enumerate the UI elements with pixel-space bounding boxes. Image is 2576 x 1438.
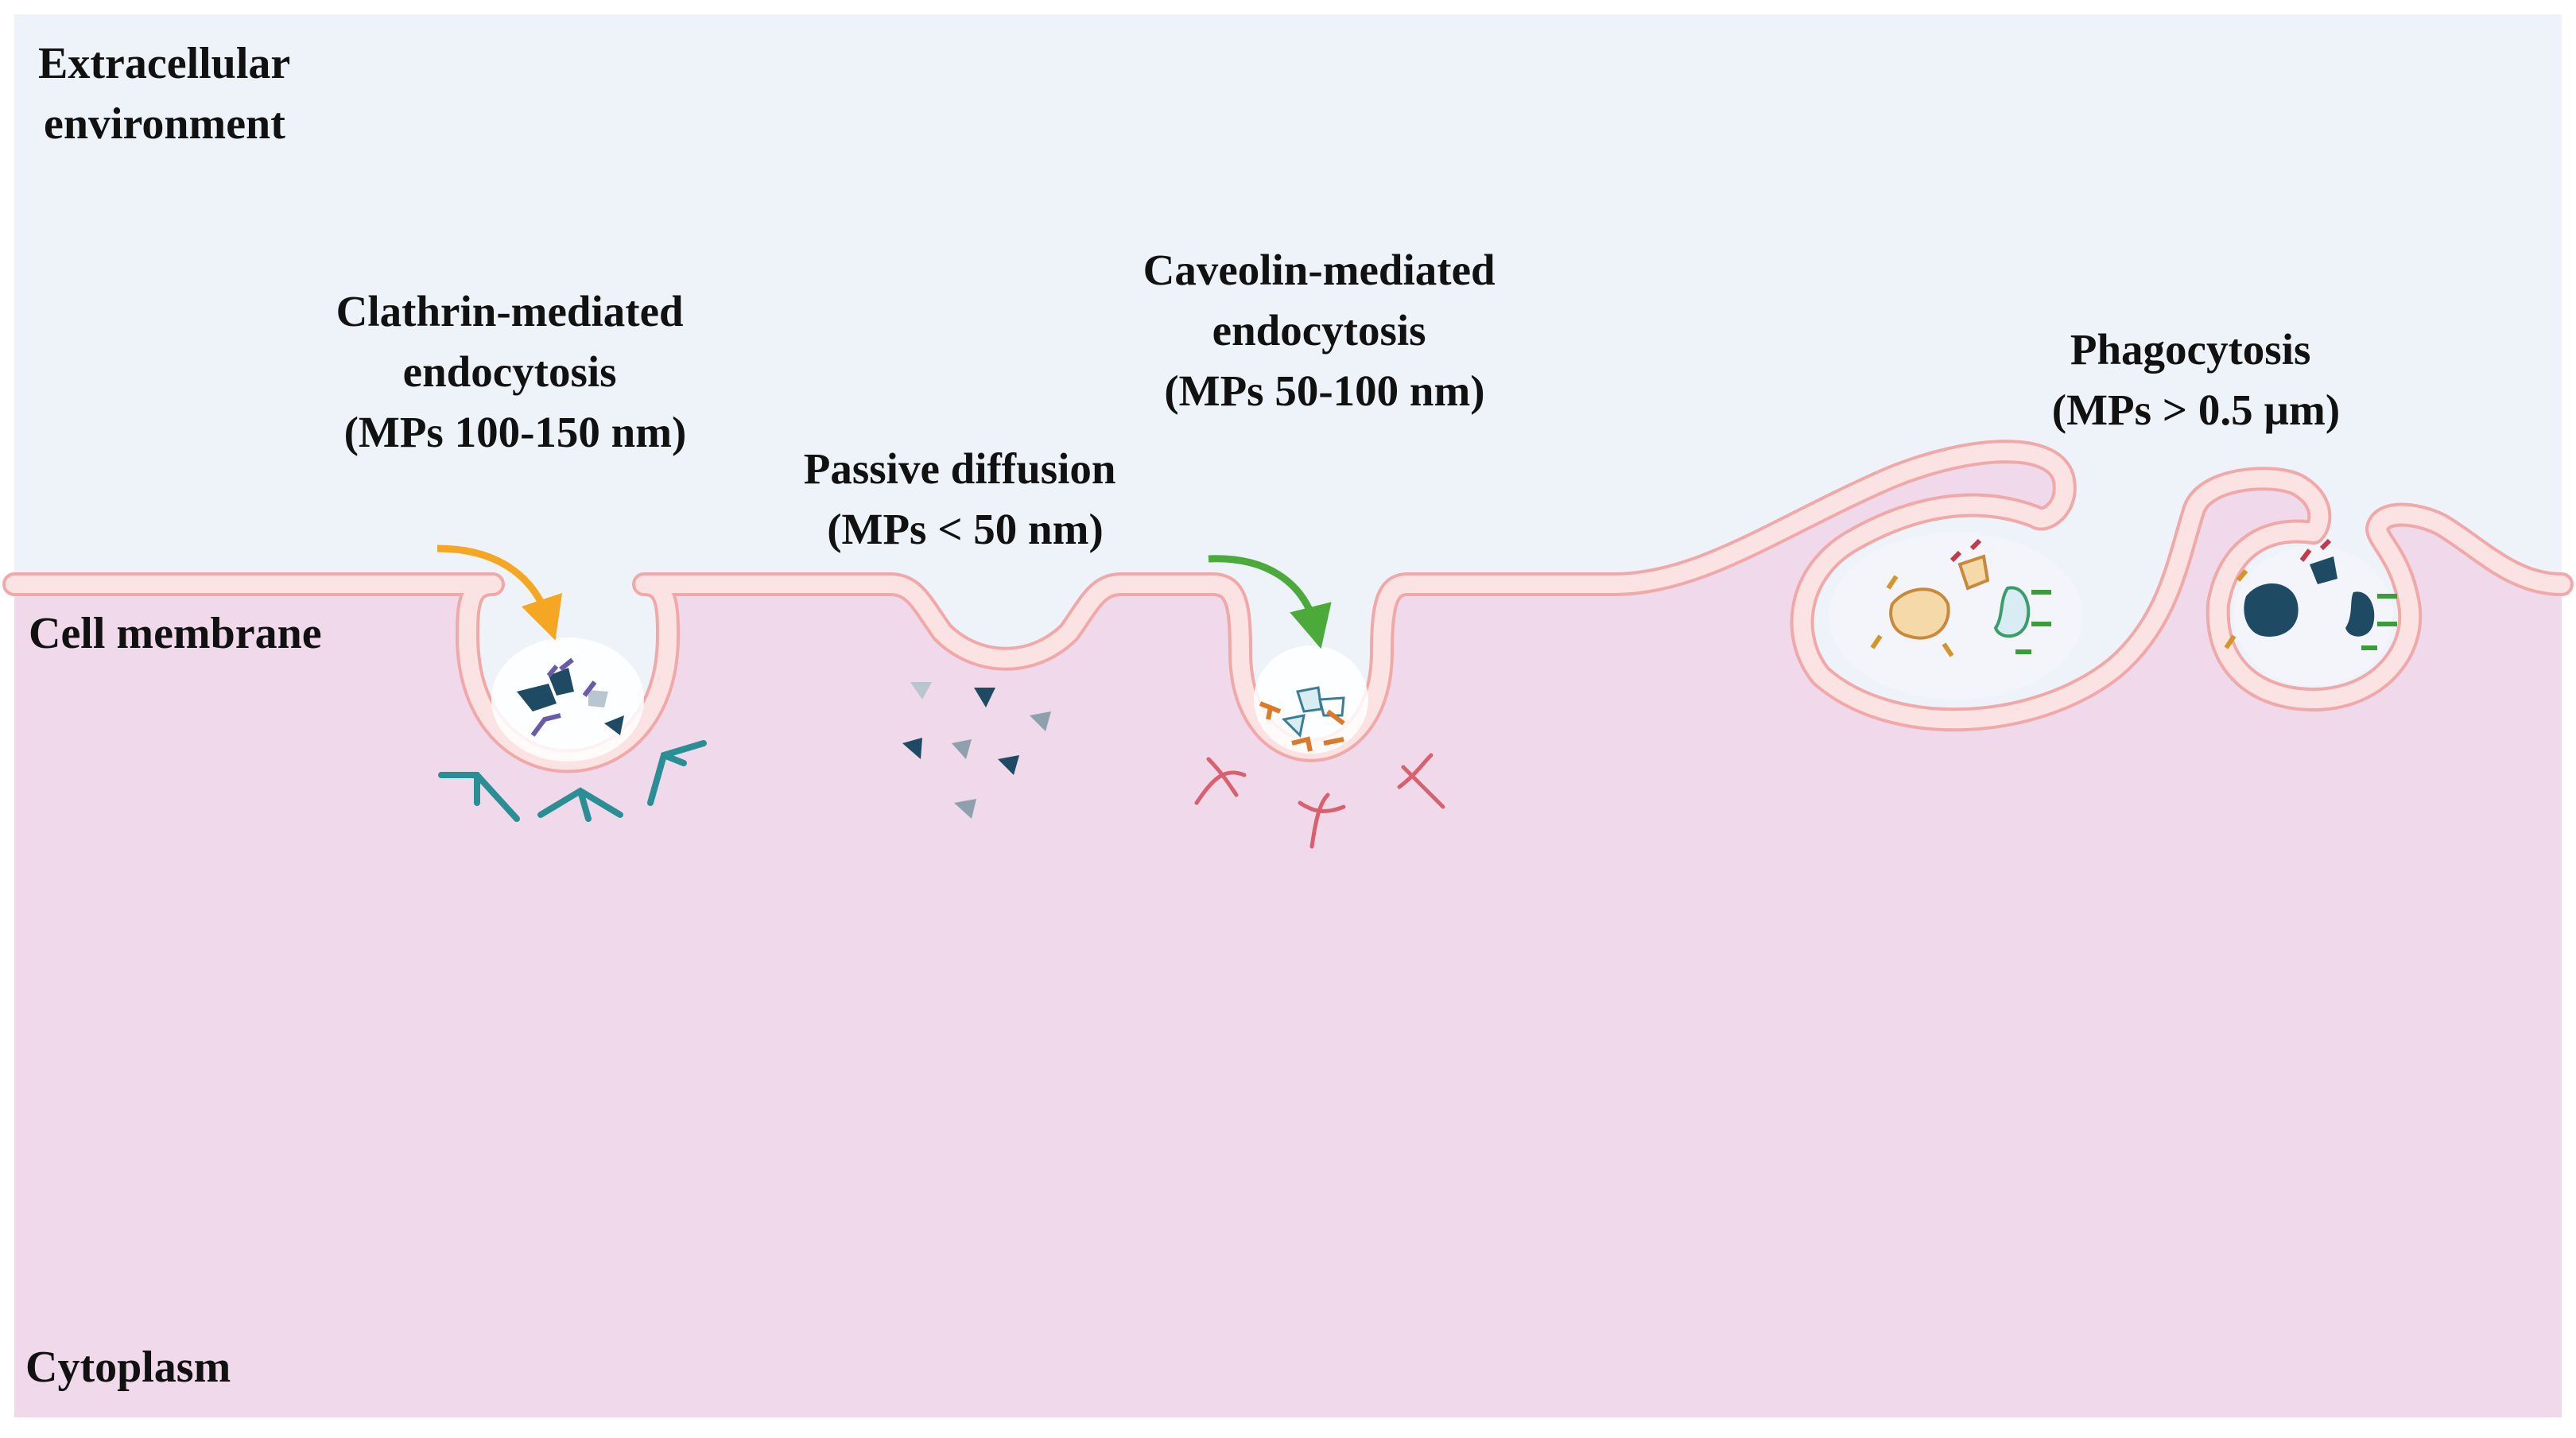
passive-particle	[1030, 711, 1051, 731]
caveolin-coat	[1194, 753, 1445, 849]
phagocytosis-line1: Phagocytosis	[2070, 325, 2311, 374]
extracellular-line1: Extracellular	[38, 39, 289, 88]
caveolin-cargo	[1259, 686, 1345, 752]
label-caveolin: Caveolin-mediated endocytosis (MPs 50-10…	[1143, 246, 1507, 415]
clathrin-arrow	[436, 545, 563, 641]
passive-particle	[954, 799, 976, 819]
passive-particle	[910, 682, 932, 700]
passive-particle	[952, 739, 972, 759]
phagocytosis-cargo-1	[1870, 538, 2051, 657]
phagocytosis-line2: (MPs > 0.5 µm)	[2052, 386, 2340, 434]
passive-particle	[902, 738, 922, 759]
clathrin-line2: endocytosis	[403, 347, 617, 396]
passive-particle	[974, 688, 995, 707]
phagosome-lumen-2	[2234, 546, 2393, 686]
clathrin-line1: Clathrin-mediated	[336, 287, 684, 335]
passive-line2: (MPs < 50 nm)	[827, 505, 1104, 553]
clathrin-coat	[438, 740, 707, 822]
passive-diffusion-particles	[902, 682, 1051, 819]
phagosome-lumen-1	[1829, 533, 2083, 700]
clathrin-vesicle-lumen	[491, 638, 644, 762]
cytoplasm-region	[14, 452, 2562, 1418]
label-passive: Passive diffusion (MPs < 50 nm)	[804, 444, 1127, 553]
caveolin-line2: endocytosis	[1212, 306, 1426, 355]
caveolin-line1: Caveolin-mediated	[1143, 246, 1496, 294]
caveolin-arrow	[1208, 555, 1332, 649]
membrane-core	[6, 443, 2570, 770]
extracellular-line2: environment	[44, 99, 285, 149]
label-phagocytosis: Phagocytosis (MPs > 0.5 µm)	[2052, 325, 2340, 434]
phagocytosis-cargo-2	[2224, 538, 2397, 650]
clathrin-cargo	[517, 657, 624, 737]
label-clathrin: Clathrin-mediated endocytosis (MPs 100-1…	[336, 287, 695, 456]
passive-particle	[998, 755, 1019, 775]
clathrin-line3: (MPs 100-150 nm)	[344, 408, 687, 456]
region-cytoplasm: Cytoplasm	[25, 1343, 231, 1392]
region-cell-membrane: Cell membrane	[29, 609, 322, 658]
region-extracellular: Extracellular environment	[38, 39, 301, 149]
caveolin-line3: (MPs 50-100 nm)	[1164, 366, 1484, 415]
passive-line1: Passive diffusion	[804, 444, 1116, 493]
cell-membrane	[2, 440, 2574, 773]
